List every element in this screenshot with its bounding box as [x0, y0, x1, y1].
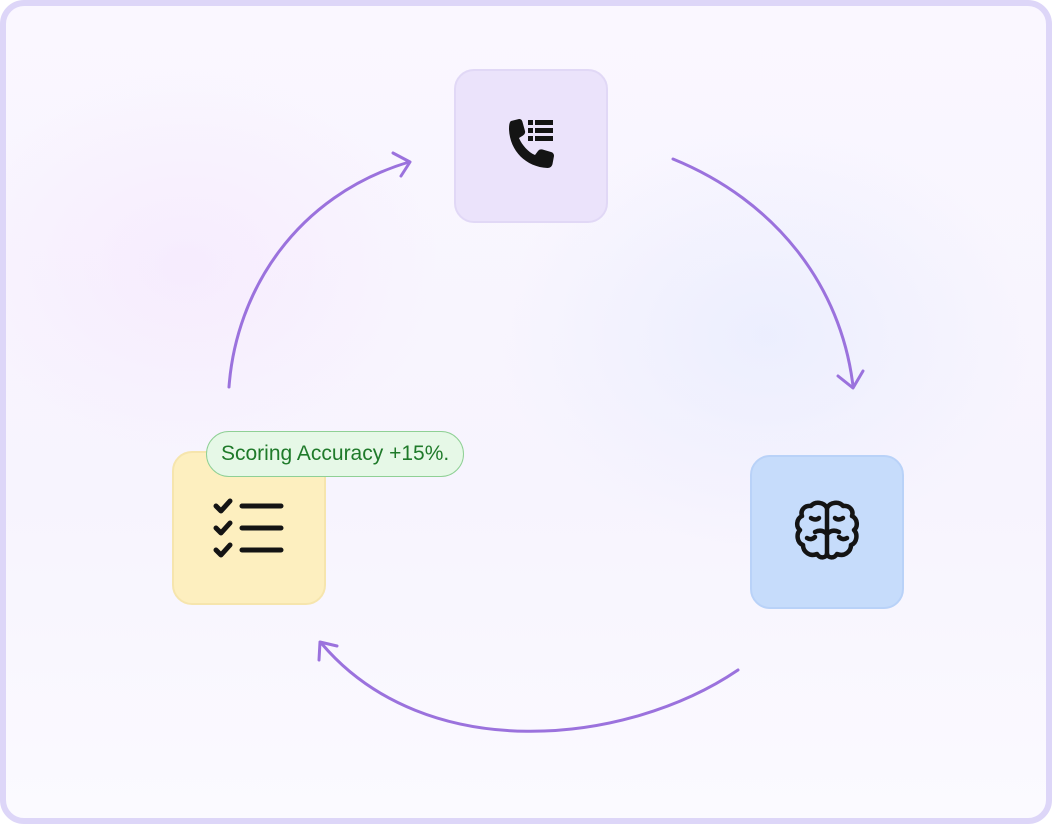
arrowhead-right [836, 369, 865, 390]
phone-list-icon [499, 114, 563, 178]
brain-icon [789, 494, 865, 570]
cycle-arrows [227, 151, 865, 733]
scoring-accuracy-badge: Scoring Accuracy +15%. [206, 431, 465, 477]
arrowhead-top [391, 151, 412, 178]
node-checklist [172, 451, 326, 605]
arrowhead-left [317, 640, 339, 662]
node-brain [750, 455, 904, 609]
checklist-icon [211, 496, 287, 560]
node-phone-list [454, 69, 608, 223]
arrow-top-to-right [671, 157, 855, 388]
arrow-right-to-left [320, 642, 740, 733]
arrow-left-to-top [227, 160, 411, 389]
